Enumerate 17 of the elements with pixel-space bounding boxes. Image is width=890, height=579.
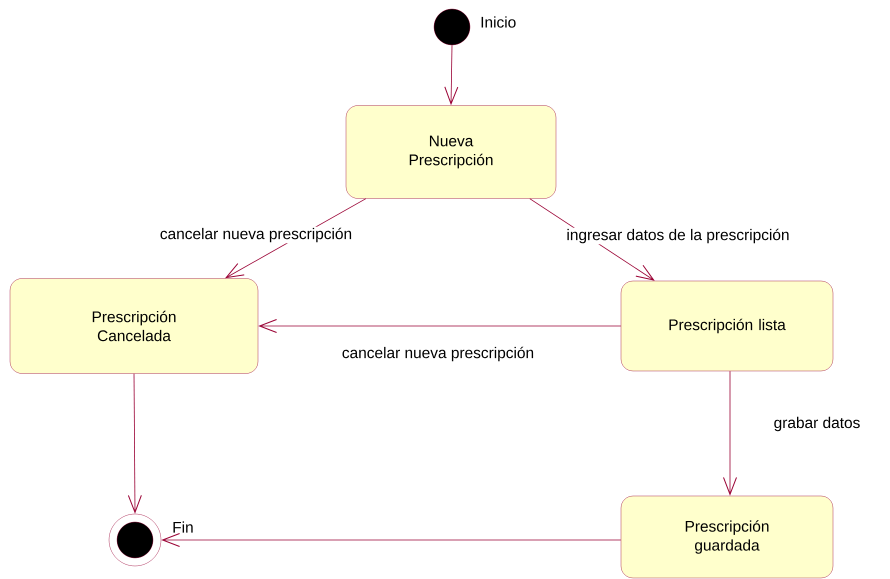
state-box: Prescripción Cancelada (10, 278, 258, 374)
state-box: Prescripción guardada (620, 496, 834, 578)
edge-label: cancelar nueva prescripción (158, 226, 354, 244)
state-label: Inicio (482, 16, 516, 28)
edge-label: cancelar nueva prescripción (340, 346, 536, 362)
initial-state (434, 8, 470, 46)
transition-arrow (161, 533, 622, 547)
state-box: Prescripción lista (620, 280, 834, 372)
state-label: Fin (173, 521, 193, 533)
transition-arrow (128, 373, 142, 514)
state-box: Nueva Prescripción (346, 105, 556, 199)
edge-label: ingresar datos de la prescripción (565, 228, 791, 244)
final-state (108, 514, 162, 566)
transition-arrow (723, 370, 737, 496)
transition-arrow (444, 44, 458, 106)
transition-arrow (258, 319, 622, 333)
edge-label: grabar datos (772, 416, 862, 432)
